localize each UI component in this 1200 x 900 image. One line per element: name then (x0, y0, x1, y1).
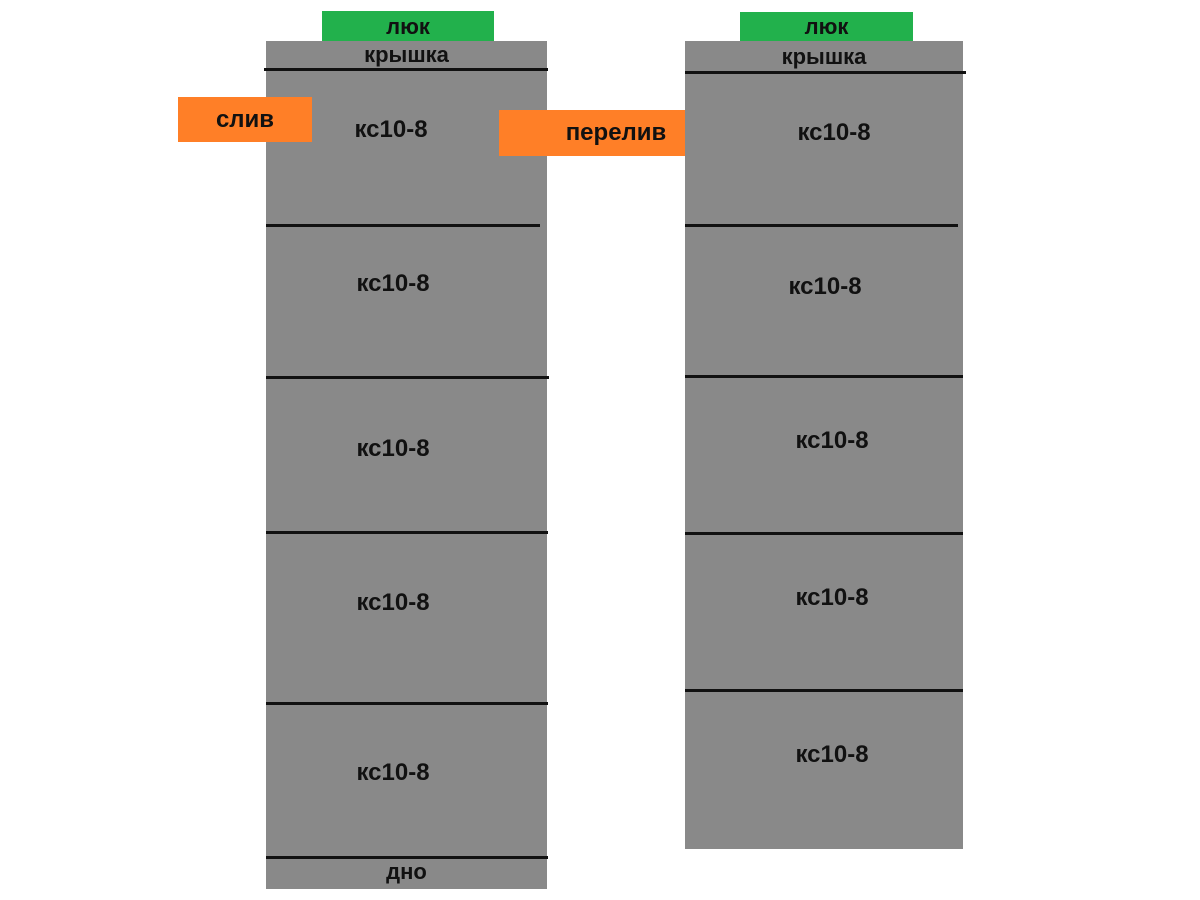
left-ring-divider (266, 224, 540, 227)
left-hatch: люк (322, 11, 494, 42)
left-ring-label: кс10-8 (354, 116, 428, 143)
right-lid-label: крышка (781, 44, 867, 69)
drain-pipe: слив (178, 97, 312, 142)
right-ring-divider (685, 689, 963, 692)
left-lid-label: крышка (364, 42, 449, 67)
left-bottom-divider (266, 856, 548, 859)
left-ring-label: кс10-8 (356, 759, 430, 786)
left-lid-divider (264, 68, 548, 71)
right-lid-divider (685, 71, 966, 74)
left-ring-label: кс10-8 (356, 589, 430, 616)
right-ring-divider (685, 224, 958, 227)
right-ring-divider (685, 532, 963, 535)
right-ring-label: кс10-8 (795, 741, 869, 768)
right-ring-label: кс10-8 (795, 584, 869, 611)
left-bottom-label: дно (386, 859, 427, 884)
left-ring-divider (266, 376, 549, 379)
right-ring-label: кс10-8 (797, 119, 871, 146)
right-ring-label: кс10-8 (788, 273, 862, 300)
left-well: крышка дно (266, 41, 547, 889)
left-ring-divider (266, 702, 548, 705)
right-ring-divider (685, 375, 963, 378)
left-ring-divider (266, 531, 548, 534)
left-ring-label: кс10-8 (356, 270, 430, 297)
right-hatch: люк (740, 12, 913, 42)
left-ring-label: кс10-8 (356, 435, 430, 462)
right-well: крышка (685, 41, 963, 849)
right-ring-label: кс10-8 (795, 427, 869, 454)
